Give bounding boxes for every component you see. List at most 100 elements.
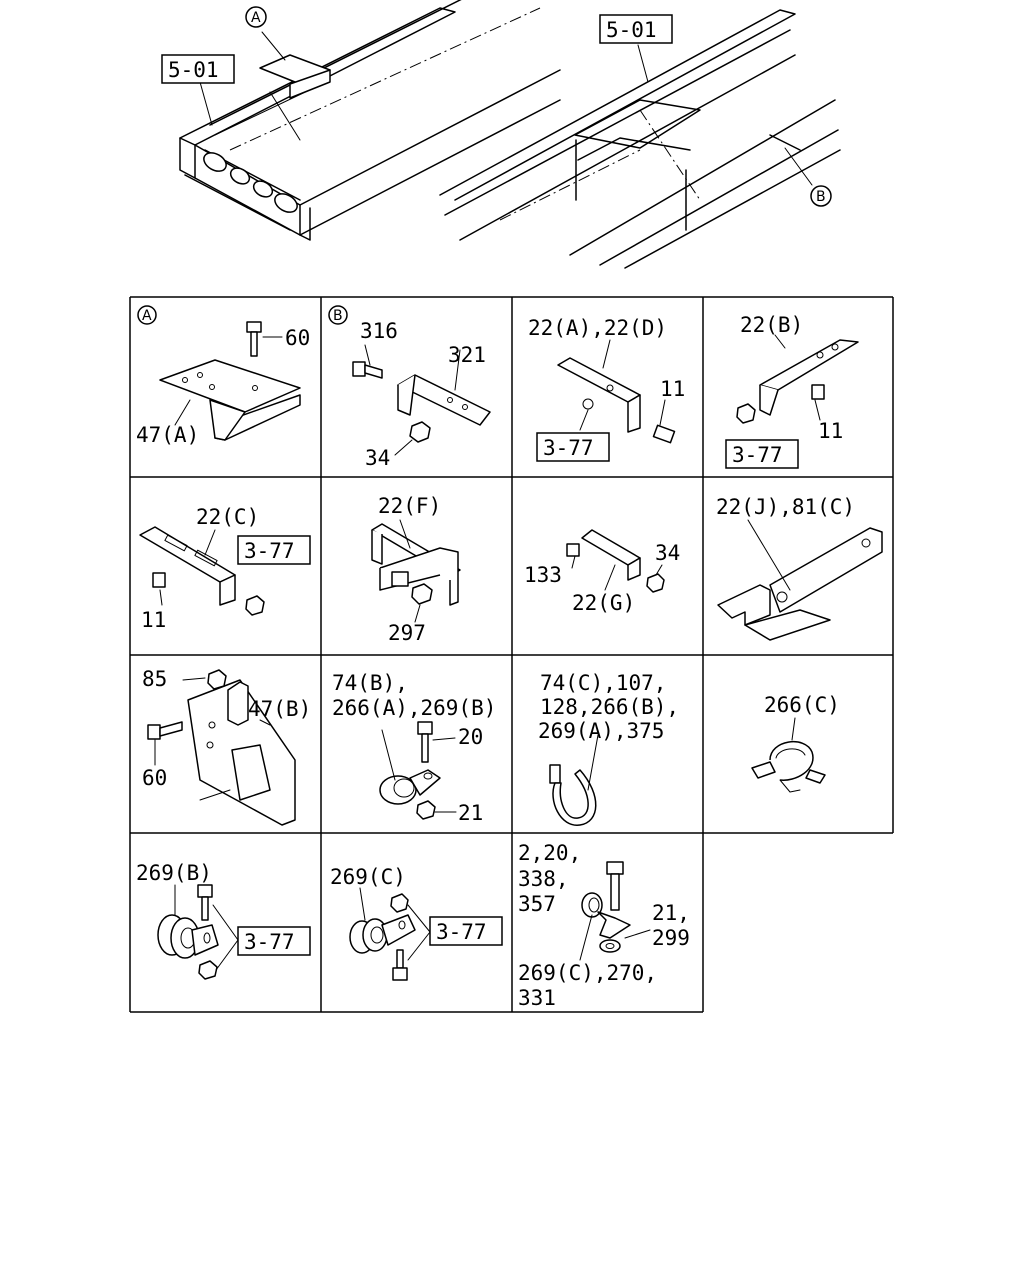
parts-grid bbox=[129, 296, 894, 1013]
label-74c: 74(C),107, bbox=[540, 671, 666, 695]
label-47b: 47(B) bbox=[248, 697, 311, 721]
nut-34 bbox=[409, 421, 431, 443]
cell-22c: 22(C) 11 3-77 bbox=[139, 505, 311, 632]
label-21-c15: 21, bbox=[652, 901, 690, 925]
label-11-c4: 11 bbox=[818, 419, 843, 443]
left-frame-illustration bbox=[179, 0, 561, 241]
label-21-c10: 21 bbox=[458, 801, 483, 825]
ref-5-01-left: 5-01 bbox=[168, 58, 219, 82]
ref-box-5-01-left bbox=[161, 54, 235, 84]
callout-b-circle bbox=[810, 185, 832, 207]
ref-box-3-77-c4 bbox=[725, 439, 799, 469]
ref-box-3-77-c14 bbox=[429, 916, 503, 946]
ref-5-01-right: 5-01 bbox=[606, 18, 657, 42]
label-20-c10: 20 bbox=[458, 725, 483, 749]
label-338: 338, bbox=[518, 867, 569, 891]
bolt-11-c5 bbox=[152, 572, 166, 588]
label-297: 297 bbox=[388, 621, 426, 645]
bolt-c15 bbox=[606, 861, 624, 875]
label-60-c9: 60 bbox=[142, 766, 167, 790]
label-34-c7: 34 bbox=[655, 541, 680, 565]
label-60: 60 bbox=[285, 326, 310, 350]
bracket-22g bbox=[581, 529, 641, 566]
label-11-c3: 11 bbox=[660, 377, 685, 401]
label-2-20: 2,20, bbox=[518, 841, 581, 865]
ref-3-77-c14: 3-77 bbox=[436, 920, 487, 944]
clip-266c bbox=[769, 741, 814, 781]
label-22g: 22(G) bbox=[572, 591, 635, 615]
bracket-22b bbox=[759, 339, 859, 391]
label-321: 321 bbox=[448, 343, 486, 367]
cell-266c: 266(C) bbox=[751, 693, 840, 793]
label-85: 85 bbox=[142, 667, 167, 691]
ref-3-77-c3: 3-77 bbox=[543, 436, 594, 460]
nut-c14 bbox=[390, 893, 409, 913]
washer-c15 bbox=[599, 939, 621, 953]
ref-3-77-c4: 3-77 bbox=[732, 443, 783, 467]
ref-box-5-01-right bbox=[599, 14, 673, 44]
callout-a-circle bbox=[245, 6, 267, 28]
cell-a-marker-circle bbox=[137, 305, 157, 325]
bracket-47a bbox=[159, 359, 301, 413]
ref-box-3-77-c3 bbox=[536, 432, 610, 462]
bolt-c14 bbox=[392, 967, 408, 981]
bolt-22f bbox=[391, 571, 409, 587]
ref-3-77-c5: 3-77 bbox=[244, 539, 295, 563]
cell-269c-270-331: 2,20, 338, 357 21, 299 269(C),270, 331 bbox=[518, 841, 690, 1010]
label-299: 299 bbox=[652, 926, 690, 950]
label-74b: 74(B), bbox=[332, 671, 408, 695]
cell-269c: 269(C) 3-77 bbox=[330, 865, 503, 981]
cell-22g: 34 133 22(G) bbox=[524, 529, 680, 615]
right-frame-illustration bbox=[439, 9, 841, 269]
label-22a-22d: 22(A),22(D) bbox=[528, 316, 667, 340]
nut-21 bbox=[416, 800, 436, 820]
cell-22b: 22(B) 11 3-77 bbox=[725, 313, 859, 469]
label-357: 357 bbox=[518, 892, 556, 916]
label-22j-81c: 22(J),81(C) bbox=[716, 495, 855, 519]
cell-b-marker: B bbox=[333, 308, 343, 324]
label-331: 331 bbox=[518, 986, 556, 1010]
bolt-60 bbox=[246, 321, 262, 333]
callout-a: A bbox=[251, 10, 261, 26]
label-11-c5: 11 bbox=[141, 608, 166, 632]
cell-b: B 316 321 34 bbox=[328, 305, 491, 470]
label-269c-c14: 269(C) bbox=[330, 865, 406, 889]
cell-22a-22d: 22(A),22(D) 11 3-77 bbox=[528, 316, 685, 462]
cable-tie-strap bbox=[552, 769, 597, 826]
nut-c13 bbox=[198, 960, 218, 980]
label-133: 133 bbox=[524, 563, 562, 587]
ref-box-3-77-c13 bbox=[237, 926, 311, 956]
nut-c5 bbox=[245, 595, 265, 616]
label-34: 34 bbox=[365, 446, 390, 470]
bolt-c13 bbox=[197, 884, 213, 898]
bolt-60-c9 bbox=[147, 724, 161, 740]
label-266a-269b: 266(A),269(B) bbox=[332, 696, 496, 720]
label-22f: 22(F) bbox=[378, 494, 441, 518]
label-269c-270: 269(C),270, bbox=[518, 961, 657, 985]
ref-3-77-c13: 3-77 bbox=[244, 930, 295, 954]
label-266c: 266(C) bbox=[764, 693, 840, 717]
label-269b: 269(B) bbox=[136, 861, 212, 885]
bolt-11 bbox=[652, 424, 676, 444]
cell-22f: 22(F) 297 bbox=[371, 494, 461, 645]
label-47a: 47(A) bbox=[136, 423, 199, 447]
cell-74c-cable-tie: 74(C),107, 128,266(B), 269(A),375 bbox=[538, 671, 679, 826]
bolt-316 bbox=[352, 361, 366, 377]
label-316: 316 bbox=[360, 319, 398, 343]
bolt-133 bbox=[566, 543, 580, 557]
cell-74b-266a: 74(B), 266(A),269(B) 20 21 bbox=[332, 671, 496, 825]
cell-a: A 60 47(A) bbox=[136, 305, 310, 447]
bolt-11-c4 bbox=[811, 384, 825, 400]
chassis-overview: 5-01 5-01 A B bbox=[161, 0, 841, 269]
cell-269b: 269(B) 3-77 bbox=[136, 861, 311, 980]
nut-297 bbox=[411, 583, 433, 605]
label-128-266b: 128,266(B), bbox=[540, 695, 679, 719]
nut-34-c7 bbox=[646, 573, 665, 593]
cable-tie-head bbox=[549, 764, 561, 784]
label-22b: 22(B) bbox=[740, 313, 803, 337]
nut-c4 bbox=[736, 403, 756, 424]
ref-box-3-77-c5 bbox=[237, 535, 311, 565]
bracket-22j bbox=[769, 527, 883, 613]
nut-ref bbox=[582, 398, 594, 410]
